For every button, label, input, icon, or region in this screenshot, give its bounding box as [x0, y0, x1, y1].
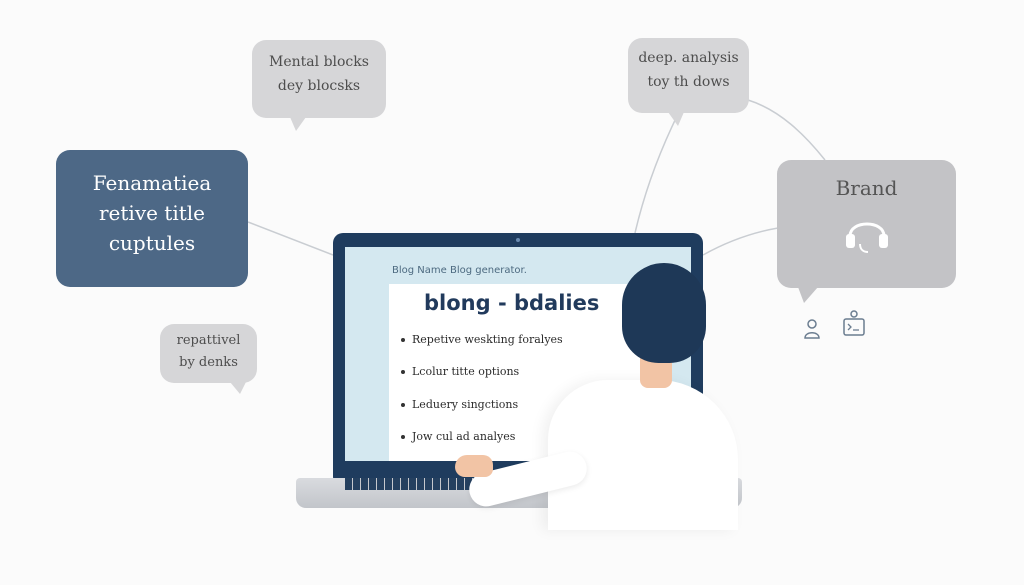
bullet-icon — [401, 338, 405, 342]
list-item[interactable]: Jow cul ad analyes — [401, 430, 515, 443]
speech-bubble-deep-analysis: deep. analysis toy th dows — [628, 38, 749, 113]
speech-bubble-brand: Brand — [777, 160, 956, 288]
bubble-line: repattivel — [176, 333, 241, 348]
bubble-line: Mental blocks — [269, 54, 369, 70]
person-hand — [455, 455, 493, 477]
speech-bubble-mental-blocks: Mental blocks dey blocsks — [252, 40, 386, 118]
bullet-icon — [401, 370, 405, 374]
blog-title: blong - bdalies — [424, 291, 600, 315]
headset-icon — [845, 222, 888, 253]
brand-label: Brand — [835, 176, 898, 200]
bullet-icon — [401, 435, 405, 439]
bubble-tail — [230, 382, 246, 394]
bubble-line: Fenamatiea — [92, 171, 212, 195]
bubble-tail — [798, 287, 818, 303]
bubble-line: by denks — [179, 355, 238, 370]
bubble-tail — [668, 112, 684, 126]
bubble-tail — [290, 117, 306, 131]
list-item-label: Repetive weskting foralyes — [412, 333, 563, 346]
webcam — [516, 238, 520, 242]
list-item-label: Leduery singctions — [412, 398, 519, 411]
list-item-label: Lcolur titte options — [412, 365, 520, 378]
list-item[interactable]: Repetive weskting foralyes — [401, 333, 563, 346]
person-head — [622, 263, 706, 363]
list-item[interactable]: Leduery singctions — [401, 398, 518, 411]
user-icon[interactable] — [803, 318, 821, 340]
bubble-line: cuptules — [108, 231, 196, 255]
bubble-line: dey blocsks — [277, 78, 361, 94]
bubble-line: retive title — [98, 201, 206, 225]
list-item-label: Jow cul ad analyes — [412, 430, 516, 443]
app-name: Blog Name Blog generator. — [392, 265, 527, 276]
bubble-line: deep. analysis — [638, 50, 739, 66]
bubble-line: toy th dows — [647, 74, 730, 90]
bullet-icon — [401, 403, 405, 407]
speech-bubble-repetitive: repattivel by denks — [160, 324, 257, 383]
terminal-icon[interactable] — [843, 310, 865, 337]
speech-bubble-formatting: Fenamatiea retive title cuptules — [56, 150, 248, 287]
list-item[interactable]: Lcolur titte options — [401, 365, 519, 378]
